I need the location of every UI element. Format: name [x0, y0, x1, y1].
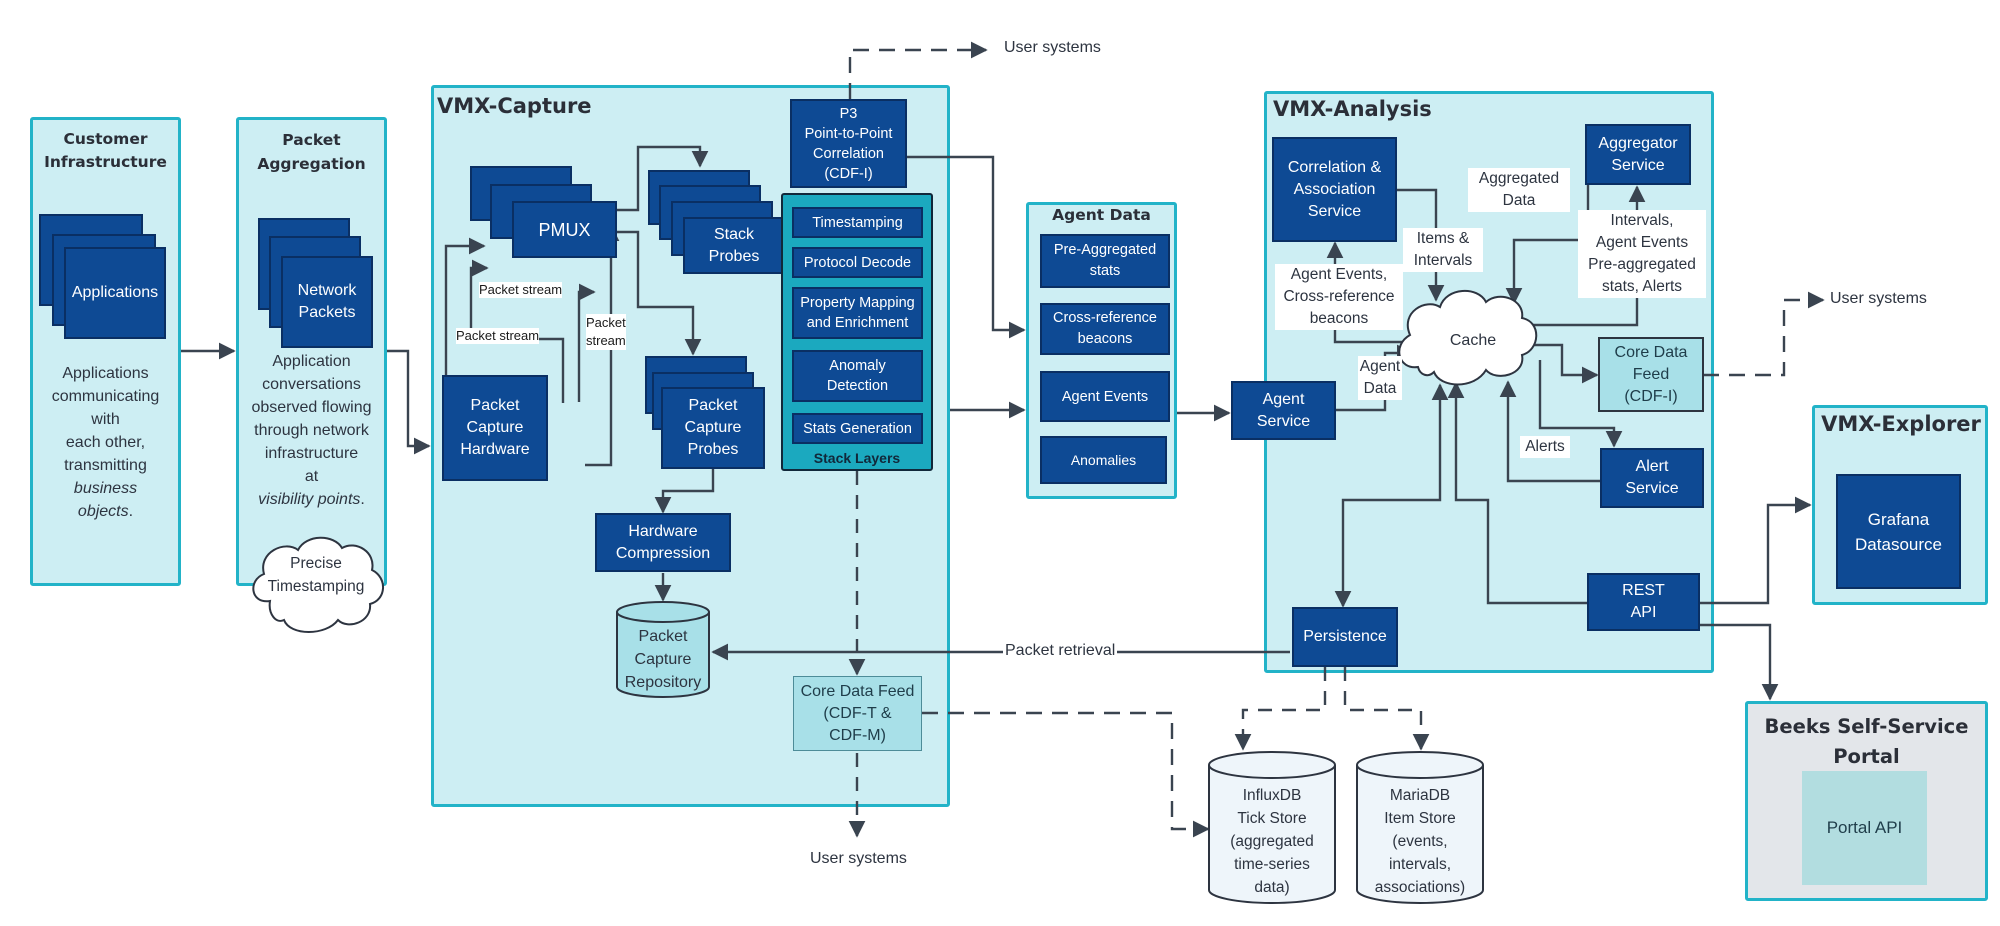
vmx-explorer-title: VMX-Explorer: [1821, 412, 1981, 436]
arrow-p3-to-agent-data: [907, 155, 1026, 339]
agent-data-flow-label: Agent Data: [1358, 356, 1402, 400]
arrow-persistence-to-influx: [1234, 667, 1327, 751]
arrow-cache-persistence: [1334, 383, 1449, 608]
hardware-compression-box: Hardware Compression: [595, 513, 731, 572]
arrow-probes-to-compression: [654, 469, 715, 514]
customer-description: Applications communicating with each oth…: [51, 365, 160, 520]
stack-probes-box: Stack Probes: [683, 217, 785, 274]
network-packets-box: Network Packets: [281, 256, 373, 348]
timestamping-cloud: [252, 536, 384, 633]
layer-anomaly-detection: Anomaly Detection: [792, 350, 923, 402]
packet-retrieval-label: Packet retrieval: [1003, 640, 1118, 662]
layer-stats-generation: Stats Generation: [792, 413, 923, 444]
arrow-cache-to-alert: [1538, 360, 1623, 448]
agent-data-agent-events: Agent Events: [1040, 371, 1170, 422]
aggregator-service-box: Aggregator Service: [1585, 124, 1691, 185]
alert-service-box: Alert Service: [1600, 448, 1704, 508]
grafana-datasource-box: Grafana Datasource: [1836, 474, 1961, 589]
customer-title: Customer Infrastructure: [44, 130, 167, 171]
agent-data-cross-reference: Cross-reference beacons: [1040, 303, 1170, 355]
influxdb-label: InfluxDB Tick Store (aggregated time-ser…: [1230, 787, 1314, 896]
correlation-service-box: Correlation & Association Service: [1272, 137, 1397, 242]
mariadb-label: MariaDB Item Store (events, intervals, a…: [1374, 787, 1466, 896]
intervals-events-label: Intervals, Agent Events Pre-aggregated s…: [1578, 210, 1706, 298]
packet-stream-label-1: Packet stream: [479, 282, 563, 298]
cache-label: Cache: [1449, 332, 1497, 349]
packet-capture-repository-label: Packet Capture Repository: [624, 628, 702, 691]
items-intervals-label: Items & Intervals: [1403, 228, 1483, 272]
vmx-capture-title: VMX-Capture: [437, 94, 592, 118]
persistence-box: Persistence: [1292, 607, 1398, 667]
aggregation-description: Application conversations observed flowi…: [251, 353, 372, 508]
stack-layers-title: Stack Layers: [813, 450, 901, 466]
arrow-cache-to-corefeed: [1528, 343, 1599, 384]
capture-core-data-feed-box: Core Data Feed (CDF-T & CDF-M): [793, 676, 922, 751]
customer-infrastructure-panel: [30, 117, 181, 586]
portal-api-box: Portal API: [1802, 771, 1927, 885]
aggregation-title: Packet Aggregation: [257, 131, 366, 173]
arrow-aggregation-to-capture: [387, 349, 431, 455]
rest-api-box: REST API: [1587, 573, 1700, 631]
arrow-rest-to-explorer: [1700, 496, 1812, 605]
p3-correlation-box: P3 Point-to-Point Correlation (CDF-I): [790, 99, 907, 188]
arrow-packet-stream-4: [585, 224, 620, 467]
pmux-box: PMUX: [512, 201, 617, 258]
arrow-rest-to-portal: [1700, 623, 1779, 701]
packet-capture-probes-box: Packet Capture Probes: [661, 387, 765, 469]
arrow-pmux-to-stack-probes: [617, 145, 709, 212]
user-systems-top: User systems: [1004, 39, 1101, 56]
agent-events-beacons-label: Agent Events, Cross-reference beacons: [1275, 264, 1403, 330]
analysis-core-data-feed-box: Core Data Feed (CDF-I): [1598, 337, 1704, 412]
influx-cylinder: [1208, 751, 1336, 904]
packet-stream-label-3: Packet stream: [586, 314, 626, 350]
aggregated-data-label: Aggregated Data: [1468, 168, 1570, 212]
layer-property-mapping: Property Mapping and Enrichment: [792, 287, 923, 339]
layer-timestamping: Timestamping: [792, 207, 923, 238]
agent-data-title: Agent Data: [1052, 206, 1151, 224]
repository-cylinder: [616, 601, 710, 698]
maria-cylinder: [1356, 751, 1484, 904]
packet-aggregation-panel: [236, 117, 387, 586]
arrow-persistence-to-maria: [1343, 667, 1430, 751]
agent-data-pre-aggregated: Pre-Aggregated stats: [1040, 234, 1170, 288]
beeks-portal-title: Beeks Self-Service Portal: [1764, 715, 1969, 768]
layer-protocol-decode: Protocol Decode: [792, 247, 923, 278]
precise-timestamping-label: Precise Timestamping: [267, 555, 365, 595]
arrow-analysis-feed-to-user-systems: [1703, 291, 1825, 377]
vmx-analysis-title: VMX-Analysis: [1273, 97, 1432, 121]
arrow-alert-to-cache: [1499, 380, 1600, 483]
agent-service-box: Agent Service: [1231, 381, 1336, 440]
alerts-label: Alerts: [1520, 436, 1570, 458]
applications-box: Applications: [64, 247, 166, 339]
arrow-corefeed-to-influx: [922, 711, 1210, 838]
agent-data-anomalies: Anomalies: [1040, 436, 1167, 484]
arrow-pmux-to-capture-probes: [617, 230, 702, 356]
user-systems-bottom: User systems: [810, 850, 907, 867]
cache-cloud: [1398, 289, 1538, 386]
user-systems-right: User systems: [1830, 290, 1927, 307]
arrow-packet-stream-3: [577, 283, 596, 402]
arrow-p3-to-user-systems: [848, 41, 988, 99]
arrow-rest-to-cache: [1447, 381, 1587, 605]
packet-capture-hardware-box: Packet Capture Hardware: [442, 375, 548, 481]
packet-stream-label-2: Packet stream: [456, 328, 540, 344]
